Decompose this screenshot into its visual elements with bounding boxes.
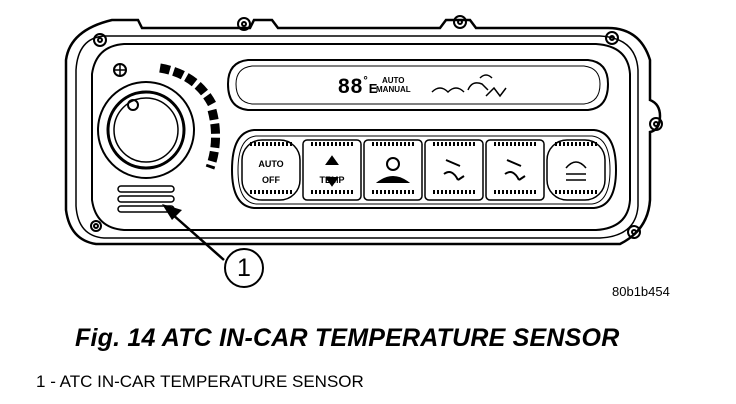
display-digit-value: 88: [338, 75, 364, 98]
panel-button-temp[interactable]: TEMP: [302, 139, 362, 201]
panel-button-blower[interactable]: [363, 139, 423, 201]
display-digits: 88°E: [338, 75, 379, 98]
button-label-bottom: OFF: [262, 175, 280, 185]
panel-bezel: [64, 15, 663, 246]
panel-button-defrost[interactable]: [546, 139, 606, 201]
mounting-screw-icon: [90, 15, 663, 239]
display-mode-manual: MANUAL: [376, 85, 411, 94]
figure-caption: Fig. 14 ATC IN-CAR TEMPERATURE SENSOR: [75, 324, 620, 352]
button-bank: AUTO OFF TEMP: [230, 129, 618, 209]
panel-button-mode-panel[interactable]: [424, 139, 484, 201]
arrow-up-icon: [325, 155, 339, 165]
display-window: [226, 59, 610, 111]
defrost-airflow-icon: [431, 74, 507, 98]
arrow-down-icon: [325, 177, 339, 187]
panel-button-auto-off[interactable]: AUTO OFF: [241, 139, 301, 201]
panel-button-mode-floor[interactable]: [485, 139, 545, 201]
legend-separator: -: [50, 372, 60, 391]
callout-number: 1: [237, 254, 251, 282]
button-label-top: AUTO: [258, 159, 283, 169]
display-degree: °: [363, 75, 369, 87]
defrost-icon: [565, 161, 587, 181]
vehicle-icon: [375, 176, 411, 183]
airflow-panel-icon: [443, 159, 465, 181]
button-label-bottom: TEMP: [319, 175, 344, 185]
display-unit: E: [368, 81, 379, 96]
fan-icon: [386, 157, 400, 171]
in-car-temperature-sensor-grille: [117, 185, 175, 213]
display-mode-auto: AUTO: [382, 76, 405, 85]
callout-leader: [162, 204, 264, 288]
airflow-floor-icon: [504, 159, 526, 181]
figure-id: 80b1b454: [612, 284, 670, 299]
legend-number: 1: [36, 372, 46, 391]
rotary-knob: [97, 63, 220, 179]
display-mode: AUTO MANUAL: [376, 76, 411, 94]
legend: 1 - ATC IN-CAR TEMPERATURE SENSOR: [36, 372, 364, 392]
legend-text: ATC IN-CAR TEMPERATURE SENSOR: [59, 372, 364, 391]
